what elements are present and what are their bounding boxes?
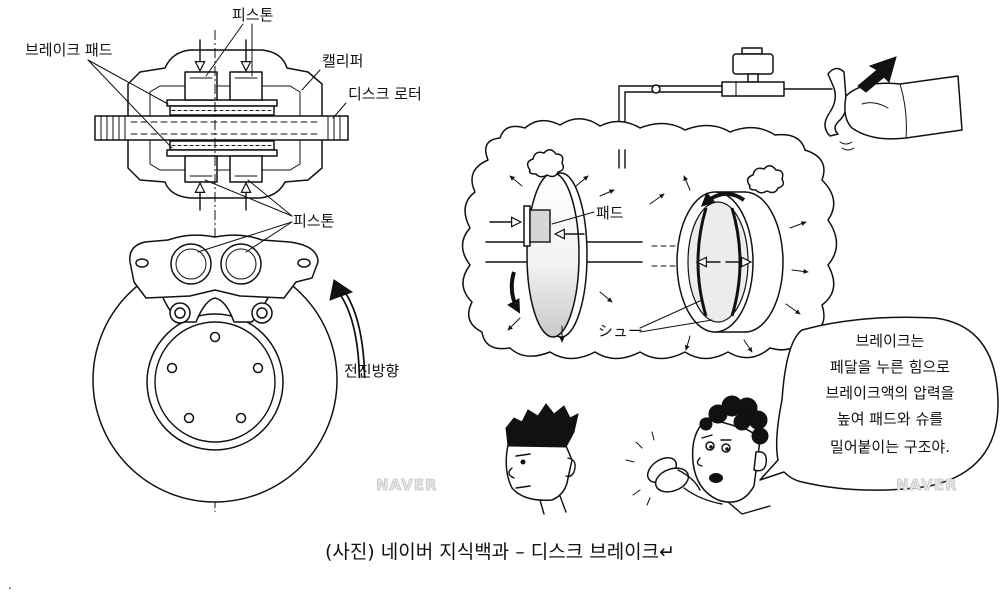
bubble-line-5: 밀어붙이는 구조야. [830,438,950,456]
cartoon-boy-right [626,396,770,514]
bubble-line-1: 브레이크는 [855,332,924,350]
piston-top-right [230,72,262,100]
brake-pedal [825,57,962,150]
drum-illustration [677,192,783,332]
boy2-ear [754,452,766,471]
disc-rotor-section [95,116,348,140]
footer-mark: . [8,578,12,592]
piston-top-left [185,72,217,100]
label-disc-rotor: 디스크 로터 [348,85,422,103]
caliper-section-view [95,40,348,210]
disc-face [527,173,579,337]
speech-bubble: 브레이크는 페달을 누른 힘으로 브레이크액의 압력을 높여 패드와 슈를 밀어… [760,317,998,490]
boy2-mouth [709,473,723,483]
pad-backing [524,206,530,246]
bubble-line-4: 높여 패드와 슈를 [837,410,943,428]
caliper-bolt-slot-right [298,259,310,267]
reservoir-cap [742,48,762,54]
boy-face [506,445,572,500]
cylinder-body [722,82,784,96]
master-cylinder [722,48,832,96]
pad-backing-plate-top [167,100,277,106]
label-forward-direction: 전진방향 [344,362,399,380]
label-brake-pad: 브레이크 패드 [25,41,113,59]
piston-bottom-left [185,156,217,182]
watermark-left: NAVER [376,476,438,494]
boy2-collar [728,502,770,514]
watermark-right: NAVER [896,476,958,494]
label-piston-top: 피스톤 [232,6,273,24]
piston-front-right [221,244,261,284]
reservoir [733,54,773,74]
cartoon-boy-left [506,404,578,514]
pad-block [530,210,550,242]
pipe-joint [652,85,660,93]
boy2-face [693,418,760,502]
disc-front-view [93,235,362,502]
pedal-lever [825,68,847,136]
label-shoe: シュー [598,322,643,340]
pad-backing-plate-bottom [167,150,277,156]
figure-caption: (사진) 네이버 지식백과 – 디스크 브레이크↵ [0,537,1000,564]
boy-eye [521,460,526,465]
label-caliper: 캘리퍼 [322,52,363,70]
boy-hair [506,404,578,447]
bubble-line-3: 브레이크액의 압력을 [826,384,955,402]
bubble-line-2: 페달을 누른 힘으로 [830,358,950,376]
disc-brake-figure: 피스톤 브레이크 패드 캘리퍼 디스크 로터 피스톤 전진방향 [0,0,1000,525]
piston-bottom-right [230,156,262,182]
label-piston-bottom: 피스톤 [293,212,334,230]
label-pad: 패드 [596,204,624,222]
caliper-bolt-slot-left [136,259,148,267]
